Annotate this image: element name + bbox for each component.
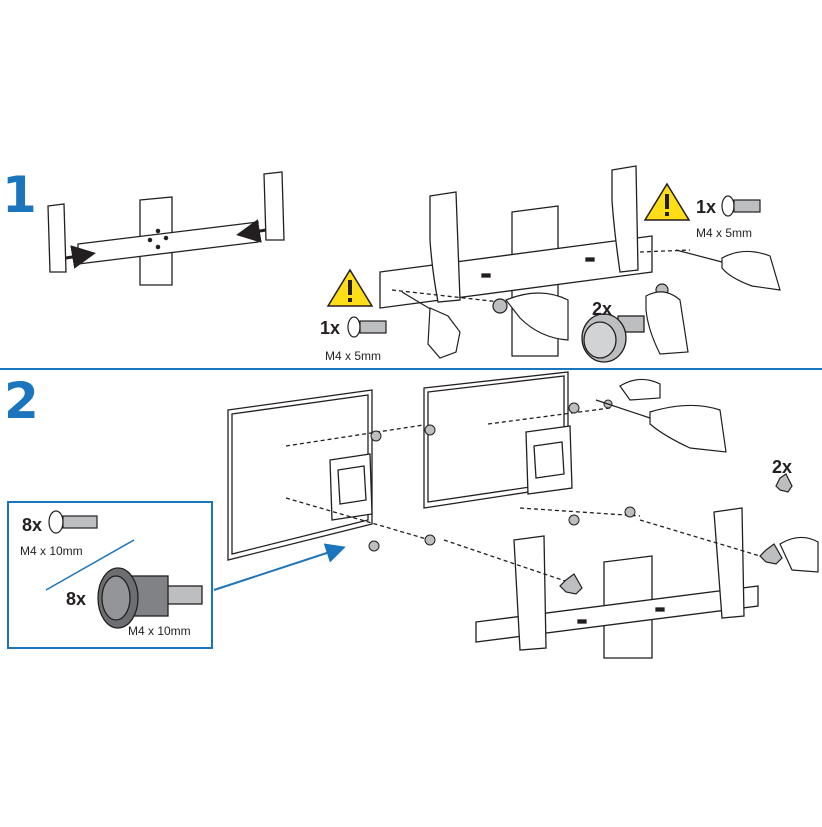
hand-right-screwdriver [675, 249, 781, 291]
warning-icon [326, 268, 374, 307]
screw-icon [721, 195, 761, 217]
quantity-label: 8x [22, 515, 43, 535]
quantity-label: 2x [592, 299, 613, 319]
hand-knob [645, 283, 689, 355]
wing-knob-icon [559, 473, 793, 595]
quantity-label: 1x [696, 197, 717, 217]
inset-pointer-arrow [213, 543, 346, 591]
screw-icon [347, 316, 387, 338]
step-number-2: 2 [4, 372, 39, 430]
knob-icon [581, 313, 645, 363]
screw-size-label: M4 x 10mm [20, 544, 83, 558]
step-number-1: 1 [2, 166, 37, 224]
screw-size-label: M4 x 5mm [696, 226, 753, 240]
monitor-right [423, 371, 641, 517]
quantity-label: 1x [320, 318, 341, 338]
screw-set [368, 399, 636, 552]
screw-size-label: M4 x 10mm [128, 624, 191, 638]
monitor-left [227, 389, 431, 561]
hand-step2-top [595, 378, 727, 453]
quantity-label: 2x [772, 457, 793, 477]
step2-stand [443, 507, 761, 659]
thumb-screw-icon [97, 567, 203, 629]
hand-step2-right [779, 536, 819, 573]
warning-icon [643, 182, 691, 221]
step1-bar-assembly [47, 171, 285, 286]
screw-size-label: M4 x 5mm [325, 349, 382, 363]
hand-left-screwdriver [401, 291, 461, 359]
screw-icon [48, 510, 98, 534]
slide-arrows [65, 219, 267, 269]
quantity-label: 8x [66, 589, 87, 609]
hand-center [492, 292, 569, 341]
